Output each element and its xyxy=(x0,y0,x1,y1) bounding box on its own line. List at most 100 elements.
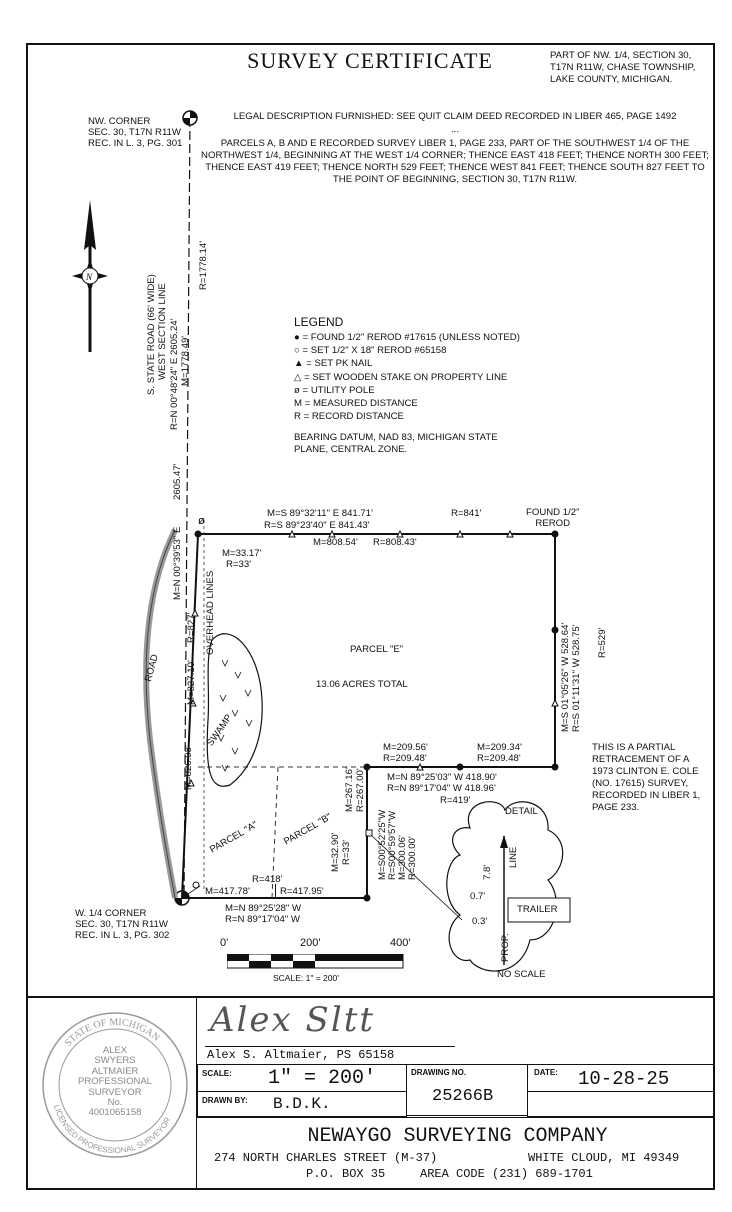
signature: Alex Sltt xyxy=(210,1000,376,1040)
road-name-label: S. STATE ROAD (66' WIDE) xyxy=(146,274,157,395)
drawn-by-label: DRAWN BY: xyxy=(202,1096,248,1105)
parcel-e-label: PARCEL "E" xyxy=(350,644,404,655)
r33-label: R=33' xyxy=(226,559,252,570)
m3317-label: M=33.17' xyxy=(222,548,262,559)
bottom-measured-label: M=N 89°25'28" W xyxy=(225,903,301,914)
page-title: SURVEY CERTIFICATE xyxy=(247,48,493,73)
scale-caption: SCALE: 1" = 200' xyxy=(273,973,339,983)
detail-label: DETAIL xyxy=(505,806,538,817)
bottom-record-label: R=N 89°17'04" W xyxy=(225,914,300,925)
w-corner-line: REC. IN L. 3, PG. 302 xyxy=(75,930,170,941)
road xyxy=(143,528,178,899)
legend-symbol: R xyxy=(294,411,301,423)
legend-symbol: ○ xyxy=(294,345,300,357)
scale-tick-200: 200' xyxy=(300,937,321,949)
seal-line: SWYERS xyxy=(94,1055,136,1067)
tick-mark xyxy=(275,884,276,898)
drawn-by-cell: DRAWN BY: B.D.K. xyxy=(197,1091,407,1117)
seal-line: No. xyxy=(107,1097,123,1109)
detail-arrow-icon xyxy=(500,835,508,848)
r41795-label: R=417.95' xyxy=(280,886,324,897)
legend-item: ● = FOUND 1/2" REROD #17615 (UNLESS NOTE… xyxy=(294,331,594,344)
r419-label: R=419' xyxy=(440,795,471,806)
scale-bar xyxy=(227,954,404,969)
company-pobox: P.O. BOX 35 xyxy=(306,1167,386,1181)
bearing-datum: BEARING DATUM, NAD 83, MICHIGAN STATE PL… xyxy=(294,432,498,455)
scale-tick-400: 400' xyxy=(390,937,411,949)
detail-bubble xyxy=(446,801,564,972)
leader-line xyxy=(371,835,463,921)
company-address: 274 NORTH CHARLES STREET (M-37) xyxy=(214,1151,438,1165)
swamp-outline xyxy=(206,633,263,787)
legend-text: = UTILITY POLE xyxy=(302,384,375,396)
legend-item: R = RECORD DISTANCE xyxy=(294,410,594,423)
empty-cell xyxy=(527,1091,715,1117)
north-arrow-icon: N xyxy=(72,200,108,352)
r26700-label: R=267.00' xyxy=(355,768,366,812)
nw-corner-line: NW. CORNER xyxy=(88,116,151,127)
seal-text: ALEX SWYERS ALTMAIER PROFESSIONAL SURVEY… xyxy=(60,1045,170,1119)
d07-label: 0.7' xyxy=(470,891,486,902)
seal-line: PROFESSIONAL xyxy=(78,1076,152,1088)
seal-line: ALTMAIER xyxy=(91,1065,139,1077)
part-of-line: LAKE COUNTY, MICHIGAN. xyxy=(550,74,673,85)
scale-label: SCALE: xyxy=(202,1069,232,1078)
north-record-label: R=1778.14' xyxy=(198,240,209,290)
mid-measured-label: M=N 89°25'03" W 418.90' xyxy=(387,772,497,783)
top-measured-2-label: M=808.54' xyxy=(313,537,358,548)
r20948b-label: R=209.48' xyxy=(477,753,521,764)
top-record-841-label: R=841' xyxy=(451,508,482,519)
east-record-label: R=S 01°11'31" W 528.75' xyxy=(571,624,582,732)
north-bearing-label: R=N 00°48'24" E 2605.24' xyxy=(169,318,180,430)
scale-value: 1" = 200' xyxy=(268,1067,377,1090)
nw-corner-line: REC. IN L. 3, PG. 301 xyxy=(88,138,183,149)
road-edge xyxy=(145,529,176,899)
part-of-description: PART OF NW. 1/4, SECTION 30, T17N R11W, … xyxy=(550,50,715,86)
legal-description: LEGAL DESCRIPTION FURNISHED: SEE QUIT CL… xyxy=(200,111,710,193)
found-rerod-icons xyxy=(194,530,559,902)
set-rerod-icon xyxy=(192,881,200,889)
trailer-box xyxy=(507,897,571,923)
south-bearings-label: M=S00°52'25"W R=S00°59'57"W M=300.06' R=… xyxy=(377,810,418,880)
no-scale-label: NO SCALE xyxy=(497,969,546,980)
utility-pole-icon: ø xyxy=(198,515,205,527)
south-bearing-line: R=300.00' xyxy=(407,836,418,880)
m26716-label: M=267.16' xyxy=(344,767,355,812)
found-rerod-line: FOUND 1/2" xyxy=(526,507,580,518)
title-block xyxy=(28,996,713,1190)
legend-symbol: △ xyxy=(294,371,302,383)
drawing-number-label: DRAWING NO. xyxy=(411,1068,467,1077)
surveyor-name: Alex S. Altmaier, PS 65158 xyxy=(207,1048,395,1062)
m41778-label: M=417.78' xyxy=(205,886,250,897)
legend-text: = SET 1/2" X 18" REROD #65158 xyxy=(302,345,447,357)
east-record-529-label: R=529' xyxy=(597,627,608,658)
d03-label: 0.3' xyxy=(472,916,488,927)
seal-line: SURVEYOR xyxy=(88,1086,142,1098)
mid-record-label: R=N 89°17'04" W 418.96' xyxy=(387,783,496,794)
m826-label: M=826.98' xyxy=(183,745,194,790)
company-phone: AREA CODE (231) 689-1701 xyxy=(420,1167,593,1181)
trailer-label: TRAILER xyxy=(517,904,558,915)
legal-ellipsis: ... xyxy=(451,124,459,135)
legend-heading: LEGEND xyxy=(294,315,344,329)
found-rerod-label: FOUND 1/2" REROD xyxy=(526,507,580,529)
svg-text:N: N xyxy=(85,272,93,282)
part-of-line: PART OF NW. 1/4, SECTION 30, xyxy=(550,50,692,61)
m20934-label: M=209.34' xyxy=(477,742,522,753)
legal-line: LEGAL DESCRIPTION FURNISHED: SEE QUIT CL… xyxy=(233,111,677,122)
legend-text: = SET PK NAIL xyxy=(306,358,373,370)
w-corner-label: W. 1/4 CORNER SEC. 30, T17N R11W REC. IN… xyxy=(75,908,169,941)
parcel-divider xyxy=(271,766,279,899)
m20956-label: M=209.56' xyxy=(383,742,428,753)
marker-icon xyxy=(365,829,373,837)
date-cell: DATE: 10-28-25 xyxy=(527,1064,715,1092)
legend-symbol: ▲ xyxy=(294,358,304,370)
line-label: LINE xyxy=(508,846,519,868)
seal-line: 4001065158 xyxy=(88,1107,142,1119)
east-measured-label: M=S 01°05'26" W 528.64' xyxy=(560,622,571,732)
date-value: 10-28-25 xyxy=(578,1068,670,1090)
legend-item: △ = SET WOODEN STAKE ON PROPERTY LINE xyxy=(294,371,594,384)
drawn-by-value: B.D.K. xyxy=(273,1095,331,1113)
title-block-rule xyxy=(197,1117,715,1118)
legend-symbol: ø xyxy=(294,384,300,396)
